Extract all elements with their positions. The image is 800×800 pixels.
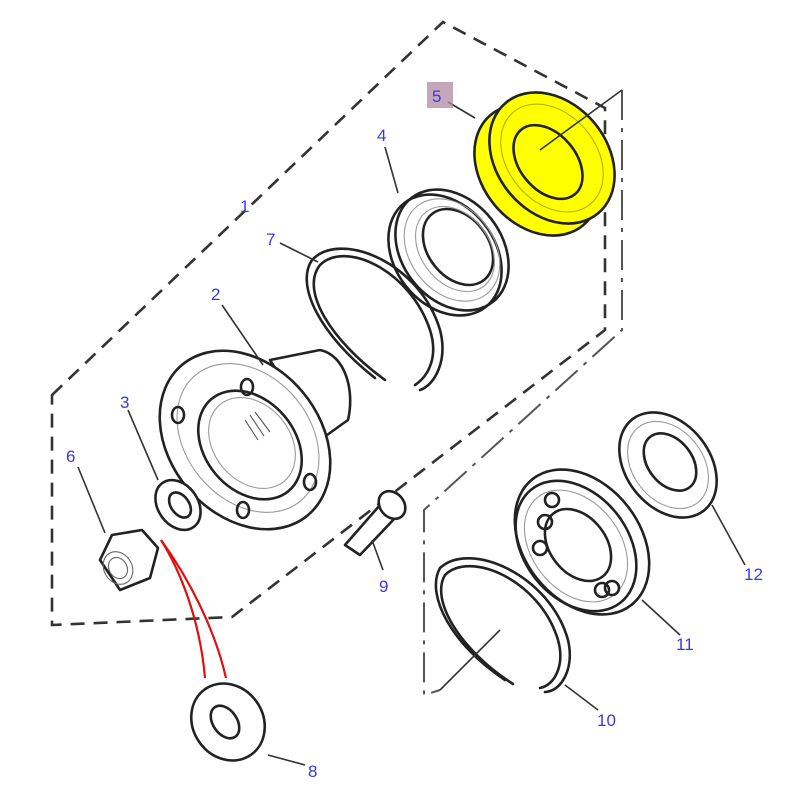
part-3-washer[interactable]	[146, 471, 210, 538]
callout-11[interactable]: 11	[676, 635, 694, 654]
callout-2[interactable]: 2	[211, 285, 220, 304]
callout-5[interactable]: 5	[432, 87, 441, 106]
callout-8[interactable]: 8	[308, 762, 317, 781]
leader-lines	[77, 101, 746, 766]
part-8-washer[interactable]	[176, 669, 279, 775]
callout-labels: 1 2 3 4 5 6 7 8 9 10 11 12	[66, 87, 763, 781]
part-6-nut[interactable]	[97, 528, 160, 592]
part-10-circlip[interactable]	[434, 557, 571, 694]
part-5-axis-line	[539, 89, 623, 151]
selected-part-badge	[427, 82, 453, 108]
assembly-outline	[50, 20, 607, 627]
part-12-oil-seal[interactable]	[599, 393, 737, 536]
part-9-bolt[interactable]	[343, 486, 411, 557]
callout-3[interactable]: 3	[120, 393, 129, 412]
callout-9[interactable]: 9	[379, 577, 388, 596]
callout-1[interactable]: 1	[240, 197, 249, 216]
part-5-oil-seal[interactable]	[449, 67, 641, 260]
part-2-flange-hub[interactable]	[125, 317, 366, 564]
part-10-axis-line	[439, 629, 501, 691]
part-7-circlip[interactable]	[305, 247, 444, 392]
red-indicator-lines	[160, 539, 228, 679]
part-4-oil-seal[interactable]	[365, 167, 532, 338]
callout-12[interactable]: 12	[744, 565, 763, 584]
part-11-ball-bearing[interactable]	[487, 443, 677, 640]
callout-10[interactable]: 10	[597, 711, 616, 730]
callout-6[interactable]: 6	[66, 447, 75, 466]
callout-4[interactable]: 4	[377, 126, 386, 145]
secondary-outline	[423, 90, 623, 697]
callout-7[interactable]: 7	[266, 230, 275, 249]
